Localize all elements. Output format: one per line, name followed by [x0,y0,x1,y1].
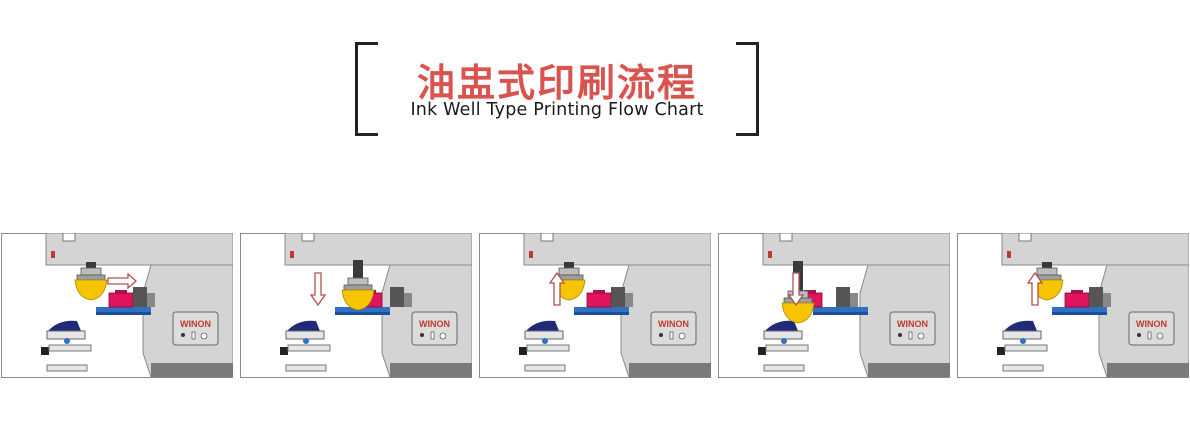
pad-head [74,262,108,301]
machine-frame [762,233,950,378]
product-fixture [280,320,331,372]
cliche-slide [813,307,868,315]
right-bracket [736,42,759,136]
title-english: Ink Well Type Printing Flow Chart [410,100,704,120]
step-panel-2: WINON [240,233,472,378]
step-panel-3: WINON [479,233,711,378]
brand-label: WINON [658,319,689,329]
down-arrow-icon [309,272,327,307]
brand-label: WINON [419,319,450,329]
step-panel-1: WINON [1,233,233,378]
cliche-slide [1052,307,1107,315]
brand-label: WINON [897,319,928,329]
down-arrow-icon [787,272,805,307]
step-panel-4: WINON [718,233,950,378]
cliche-slide [335,307,390,315]
cliche-slide [96,307,151,315]
ink-cup-holder [836,287,858,307]
pad-head [341,260,375,311]
ink-cup-holder [390,287,412,307]
right-arrow-icon [107,272,137,290]
brand-label: WINON [1136,319,1167,329]
product-fixture [997,320,1048,372]
up-arrow-icon [548,271,566,306]
brand-plate: WINON [172,311,219,346]
pad-head [1030,262,1064,301]
product-fixture [519,320,570,372]
brand-label: WINON [180,319,211,329]
step-panel-5: WINON [957,233,1189,378]
ink-cup-holder [611,287,633,307]
ink-cup-holder [133,287,155,307]
brand-plate: WINON [1128,311,1175,346]
left-bracket [355,42,378,136]
brand-plate: WINON [650,311,697,346]
up-arrow-icon [1026,271,1044,306]
brand-plate: WINON [411,311,458,346]
title-block: 油盅式印刷流程 Ink Well Type Printing Flow Char… [355,42,759,136]
product-fixture [41,320,92,372]
product-fixture [758,320,809,372]
cliche-slide [574,307,629,315]
brand-plate: WINON [889,311,936,346]
title-chinese: 油盅式印刷流程 [416,61,697,105]
ink-cup-holder [1089,287,1111,307]
